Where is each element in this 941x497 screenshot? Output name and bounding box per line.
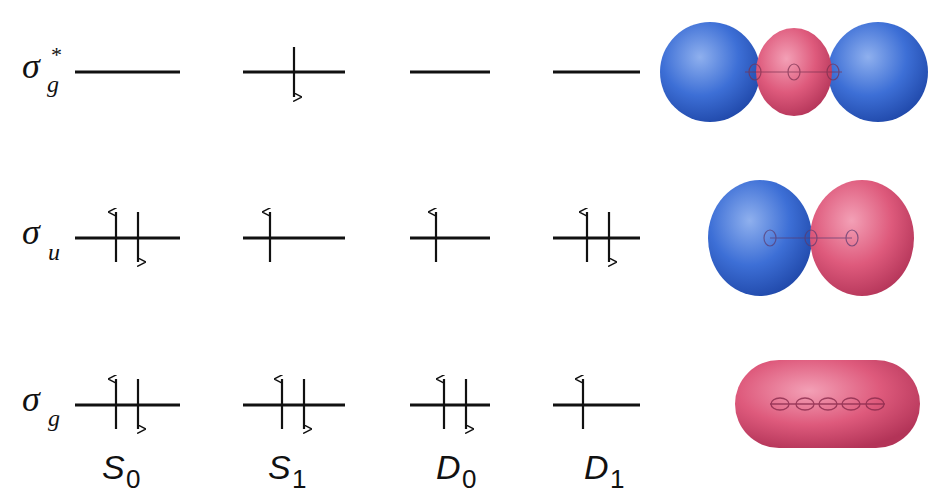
state-letter: S (102, 450, 125, 484)
orbital-symbol: σ (22, 381, 40, 417)
state-subscript: 1 (610, 466, 624, 492)
state-subscript: 0 (462, 466, 476, 492)
energy-levels (75, 72, 640, 405)
orbital-symbol: σ (22, 214, 40, 250)
state-subscript: 1 (292, 466, 306, 492)
orbital-subscript: g (47, 72, 59, 96)
orbital-subscript: u (48, 240, 60, 264)
orbital-symbol: σ (22, 48, 40, 84)
antibonding-orbital-picture (660, 22, 928, 122)
orbital-subscript: g (48, 406, 60, 430)
orbital-superscript: * (50, 44, 61, 66)
electron-arrows (116, 47, 609, 429)
sigma-u-orbital-picture (708, 180, 914, 296)
state-letter: S (268, 450, 291, 484)
sigma-g-orbital-picture (735, 360, 920, 448)
state-letter: D (584, 450, 609, 484)
state-subscript: 0 (126, 466, 140, 492)
state-letter: D (436, 450, 461, 484)
